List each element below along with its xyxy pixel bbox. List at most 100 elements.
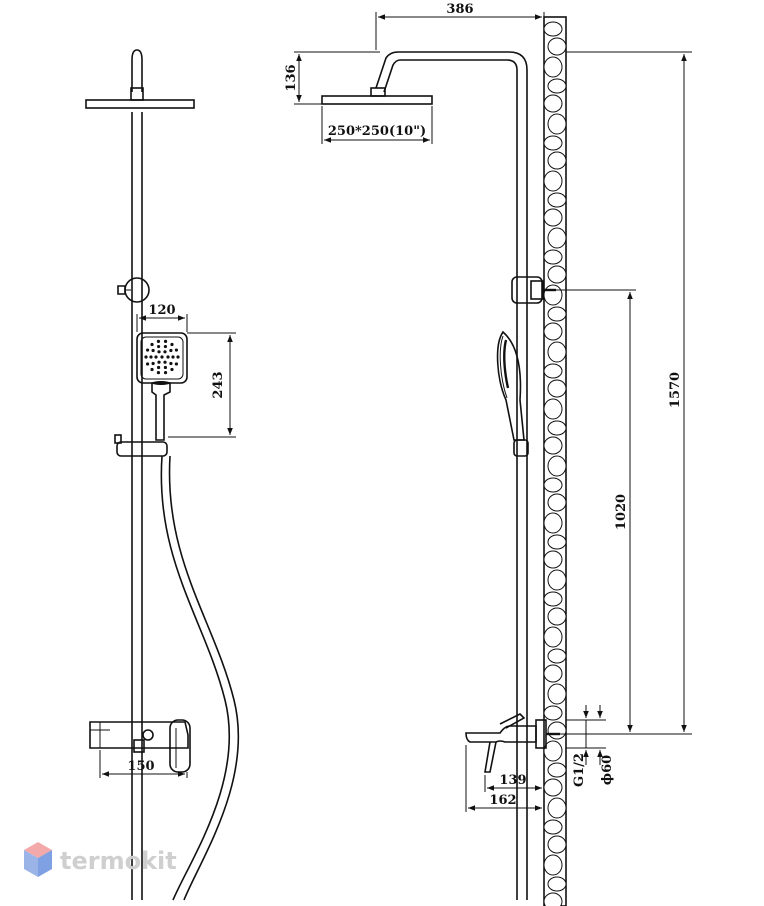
nozzle-dot	[150, 367, 154, 372]
nozzle-dot	[151, 348, 155, 353]
wall-stone	[547, 493, 567, 512]
nozzle-dot	[163, 339, 168, 344]
wall-stone	[543, 477, 563, 493]
nozzle-dot	[163, 370, 168, 375]
side-shower-arm	[375, 51, 528, 93]
wall-stone	[543, 170, 563, 192]
wall-stone	[547, 306, 567, 322]
wall-stone	[547, 227, 567, 249]
nozzle-dot	[150, 342, 154, 347]
nozzle-dot	[151, 361, 155, 366]
wall-stone	[543, 56, 563, 78]
wall-stone	[543, 892, 563, 906]
wall-stone	[543, 398, 563, 420]
nozzle-dot	[154, 355, 158, 359]
wall-stone	[547, 607, 567, 626]
dimension-labels: 386 136 250*250(10") 120 243 150 1570 10…	[127, 2, 683, 808]
wall-stone	[547, 569, 567, 591]
side-wall-bracket	[511, 276, 556, 304]
front-slide-holder	[114, 434, 168, 457]
nozzle-dot	[156, 370, 161, 375]
dim-139: 139	[499, 773, 526, 788]
nozzle-dot	[166, 355, 170, 359]
nozzle-dot	[163, 365, 167, 370]
wall-stone	[543, 664, 563, 683]
wall-stone	[543, 436, 563, 455]
wall-stone	[547, 265, 567, 284]
front-shower-arm	[131, 49, 143, 92]
wall-stone	[547, 876, 567, 892]
front-shower-head	[85, 99, 195, 109]
wall-stone	[547, 151, 567, 170]
nozzle-dot	[163, 344, 167, 349]
wall-stone	[547, 762, 567, 778]
nozzle-dot	[157, 360, 161, 364]
wall-stone	[543, 322, 563, 341]
nozzle-dot	[157, 344, 161, 349]
wall-stone	[547, 37, 567, 56]
side-shower-head	[321, 95, 433, 105]
wall-stone	[547, 648, 567, 664]
dim-d60: ϕ60	[600, 755, 615, 785]
dim-243: 243	[211, 371, 226, 398]
wall-stone	[547, 420, 567, 436]
nozzle-dot	[160, 355, 164, 359]
front-hand-shower	[136, 332, 188, 441]
nozzle-dot	[145, 348, 150, 352]
wall-stone	[543, 135, 563, 151]
nozzle-dot	[170, 367, 174, 372]
side-view	[321, 16, 567, 906]
wall-stone	[543, 249, 563, 265]
dim-1570: 1570	[668, 372, 683, 408]
side-riser-pipe	[516, 70, 528, 900]
front-view	[85, 49, 240, 901]
dim-162: 162	[489, 793, 516, 808]
nozzle-dot	[176, 355, 180, 359]
wall-stone	[547, 721, 567, 740]
wall-stone	[543, 740, 563, 762]
wall-stone	[547, 534, 567, 550]
wall-stone	[543, 208, 563, 227]
wall-stone	[543, 284, 563, 306]
side-bath-mixer	[465, 713, 560, 773]
nozzle-dot	[171, 355, 175, 359]
dimension-lines	[99, 12, 692, 812]
wall-stone	[543, 94, 563, 113]
front-riser-pipe	[131, 112, 143, 900]
wall-stone	[543, 626, 563, 648]
wall-stone	[547, 192, 567, 208]
hand-shower-nozzles	[144, 339, 180, 375]
wall-stones	[543, 21, 567, 906]
dim-120: 120	[148, 303, 175, 318]
wall-stone	[543, 819, 563, 835]
wall	[543, 16, 567, 906]
wall-stone	[547, 379, 567, 398]
nozzle-dot	[174, 348, 179, 352]
wall-stone	[543, 591, 563, 607]
dim-head-size: 250*250(10")	[328, 124, 426, 139]
wall-stone	[547, 341, 567, 363]
wall-stone	[543, 21, 563, 37]
nozzle-dot	[169, 361, 173, 366]
wall-stone	[547, 113, 567, 135]
logo-cube-icon	[24, 842, 52, 877]
dim-g12: G1/2	[572, 753, 587, 787]
dim-1020: 1020	[614, 494, 629, 530]
dim-150: 150	[127, 759, 154, 774]
nozzle-dot	[145, 362, 150, 366]
nozzle-dot	[163, 350, 167, 354]
front-shower-hose	[160, 455, 240, 901]
wall-stone	[547, 78, 567, 94]
wall-stone	[543, 854, 563, 876]
nozzle-dot	[157, 365, 161, 370]
nozzle-dot	[144, 355, 148, 359]
wall-stone	[543, 363, 563, 379]
wall-stone	[547, 797, 567, 819]
wall-stone	[543, 550, 563, 569]
nozzle-dot	[157, 350, 161, 354]
wall-stone	[543, 705, 563, 721]
front-wall-bracket	[117, 277, 150, 303]
wall-stone	[543, 512, 563, 534]
dim-386: 386	[446, 2, 473, 17]
